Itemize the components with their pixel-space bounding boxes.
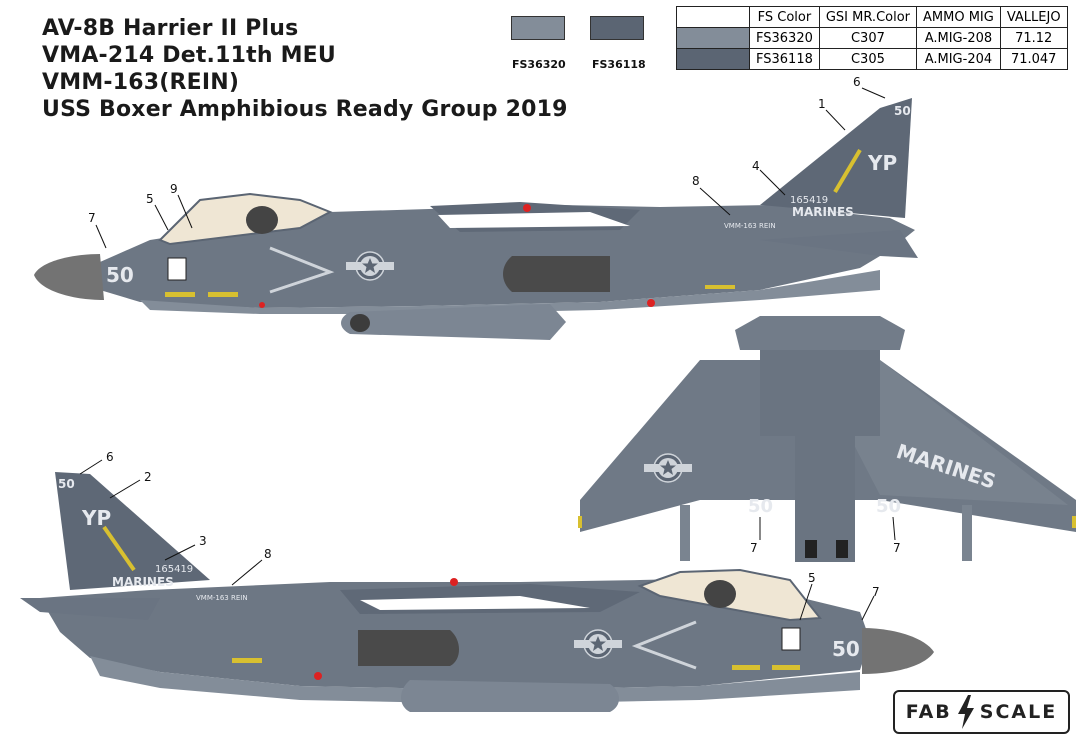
table-header: GSI MR.Color bbox=[818, 6, 918, 28]
table-cell: A.MIG-208 bbox=[916, 27, 1001, 49]
modex-underside-left: 50 bbox=[748, 496, 773, 517]
table-row: FS36320 C307 A.MIG-208 71.12 bbox=[676, 27, 1068, 49]
modex-tail-top: 50 bbox=[894, 104, 911, 118]
table-row: FS36118 C305 A.MIG-204 71.047 bbox=[676, 48, 1068, 70]
logo-right-text: SCALE bbox=[979, 701, 1058, 723]
serial-top: 165419 bbox=[790, 195, 828, 206]
callout-1: 1 bbox=[818, 97, 826, 111]
logo-left-text: FAB bbox=[905, 701, 952, 723]
tail-code-bottom: YP bbox=[81, 506, 111, 530]
unit-stencil-top: VMM-163 REIN bbox=[724, 222, 776, 230]
callout-6: 6 bbox=[853, 75, 861, 89]
swatch-label-fs36118: FS36118 bbox=[592, 58, 646, 71]
table-swatch-cell bbox=[676, 48, 750, 70]
swatch-fs36320 bbox=[511, 16, 565, 40]
serial-bottom: 165419 bbox=[155, 564, 193, 575]
left-side-profile: 50 50 YP 165419 MARINES VMM-163 REIN 6 2… bbox=[20, 450, 934, 712]
title-aircraft: AV-8B Harrier II Plus bbox=[42, 16, 299, 41]
callout-7: 7 bbox=[88, 211, 96, 225]
title-squadron: VMA-214 Det.11th MEU bbox=[42, 43, 336, 68]
unit-stencil-bottom: VMM-163 REIN bbox=[196, 594, 248, 602]
swatch-label-fs36320: FS36320 bbox=[512, 58, 566, 71]
paint-reference-table: FS Color GSI MR.Color AMMO MIG VALLEJO F… bbox=[676, 6, 1068, 70]
callout-5: 5 bbox=[146, 192, 154, 206]
modex-tail-bottom: 50 bbox=[58, 477, 75, 491]
swatch-fs36118 bbox=[590, 16, 644, 40]
marines-bottom: MARINES bbox=[112, 575, 174, 589]
table-cell: 71.047 bbox=[999, 48, 1068, 70]
title-unit: VMM-163(REIN) bbox=[42, 70, 240, 95]
callout-9: 9 bbox=[170, 182, 178, 196]
table-cell: FS36118 bbox=[749, 48, 820, 70]
modex-underside-right: 50 bbox=[876, 496, 901, 517]
marines-top: MARINES bbox=[792, 205, 854, 219]
callout-2-left: 2 bbox=[144, 470, 152, 484]
table-header-blank bbox=[676, 6, 750, 28]
table-header: FS Color bbox=[749, 6, 820, 28]
table-cell: 71.12 bbox=[999, 27, 1068, 49]
right-side-profile: 50 50 YP 165419 MARINES VMM-163 REIN 1 6… bbox=[34, 75, 918, 340]
modex-nose-bottom: 50 bbox=[832, 637, 860, 661]
table-header: AMMO MIG bbox=[916, 6, 1001, 28]
callout-7-left: 7 bbox=[872, 585, 880, 599]
callout-7-underside-left: 7 bbox=[750, 541, 758, 555]
lightning-bolt-icon bbox=[957, 695, 974, 729]
callout-4: 4 bbox=[752, 159, 760, 173]
title-deployment: USS Boxer Amphibious Ready Group 2019 bbox=[42, 97, 568, 122]
callout-6-left: 6 bbox=[106, 450, 114, 464]
callout-3-left: 3 bbox=[199, 534, 207, 548]
callout-5-left: 5 bbox=[808, 571, 816, 585]
callout-8: 8 bbox=[692, 174, 700, 188]
table-swatch-cell bbox=[676, 27, 750, 49]
table-cell: A.MIG-204 bbox=[916, 48, 1001, 70]
callout-7-underside-right: 7 bbox=[893, 541, 901, 555]
callout-8-left: 8 bbox=[264, 547, 272, 561]
table-header-row: FS Color GSI MR.Color AMMO MIG VALLEJO bbox=[676, 6, 1068, 28]
underside-view: MARINES 50 50 7 7 bbox=[578, 316, 1076, 562]
table-header: VALLEJO bbox=[999, 6, 1068, 28]
table-cell: C305 bbox=[818, 48, 918, 70]
tail-code-top: YP bbox=[867, 151, 897, 175]
modex-nose-top: 50 bbox=[106, 263, 134, 287]
fabscale-logo: FAB SCALE bbox=[893, 690, 1070, 734]
